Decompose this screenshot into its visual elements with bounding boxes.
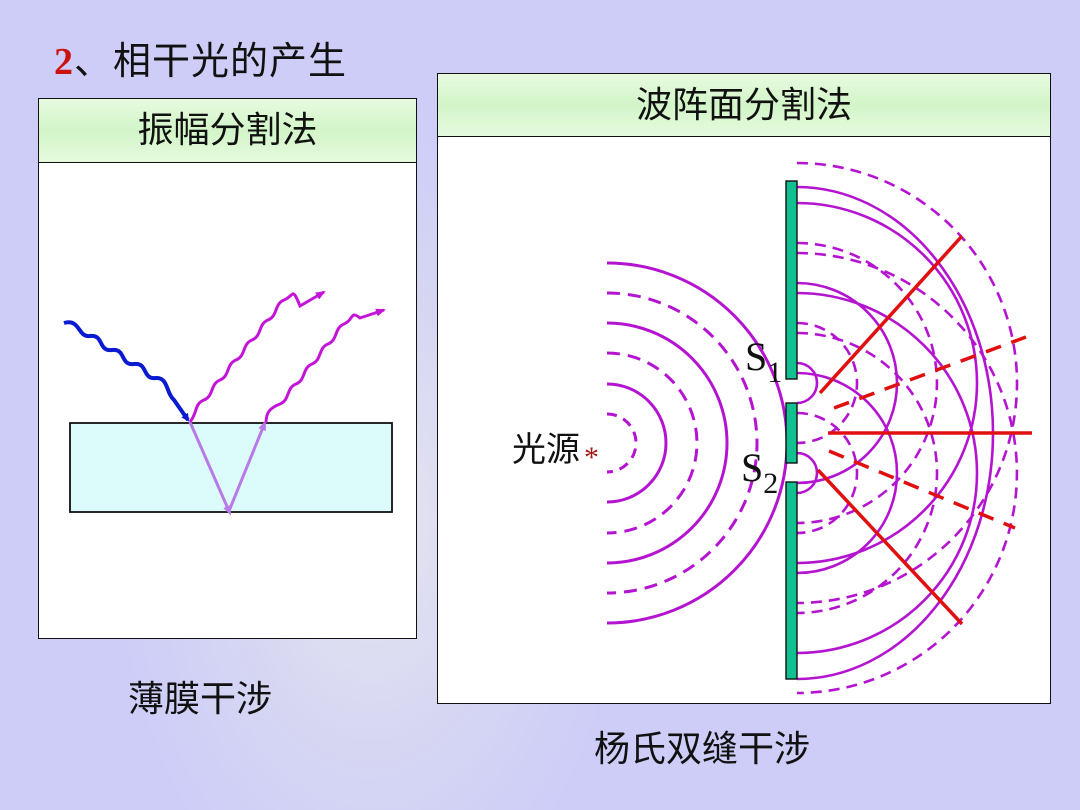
amplitude-splitting-header: 振幅分割法 xyxy=(39,99,416,163)
slit2-label: S2 xyxy=(741,445,779,500)
incident-wave-ray xyxy=(63,320,190,422)
slit2-wavefronts xyxy=(796,251,1019,695)
screen-bottom-segment xyxy=(785,481,798,680)
thin-film-slab xyxy=(69,422,393,513)
dark-fringe-lower xyxy=(828,449,1016,530)
reflected-wave-ray-2 xyxy=(264,308,386,424)
screen-top-segment xyxy=(785,180,798,380)
bright-fringe-lower xyxy=(816,468,964,626)
screen-middle-segment xyxy=(785,402,798,464)
double-slit-diagram xyxy=(606,161,1032,695)
thin-film-diagram xyxy=(63,290,393,516)
thin-film-caption: 薄膜干涉 xyxy=(128,679,273,720)
wavefront-splitting-header: 波阵面分割法 xyxy=(438,74,1050,137)
slide-title: 2、相干光的产生 xyxy=(54,30,347,85)
title-number: 2 xyxy=(54,41,74,83)
bright-fringe-upper xyxy=(818,234,964,395)
title-text: 、相干光的产生 xyxy=(74,39,348,83)
reflected-wave-ray-1 xyxy=(188,290,326,423)
young-double-slit-caption: 杨氏双缝干涉 xyxy=(594,729,811,770)
double-slit-screen xyxy=(785,180,798,680)
light-source-label: 光源* xyxy=(512,430,599,474)
wavefront-splitting-panel: 波阵面分割法 xyxy=(437,73,1051,704)
light-source-icon: * xyxy=(584,441,599,474)
refracted-ray-up xyxy=(227,420,266,512)
fringe-lines xyxy=(816,234,1032,626)
source-wavefronts xyxy=(606,261,789,625)
slit1-label: S1 xyxy=(745,334,783,389)
refracted-ray-down xyxy=(188,421,232,516)
dark-fringe-upper xyxy=(833,335,1027,410)
